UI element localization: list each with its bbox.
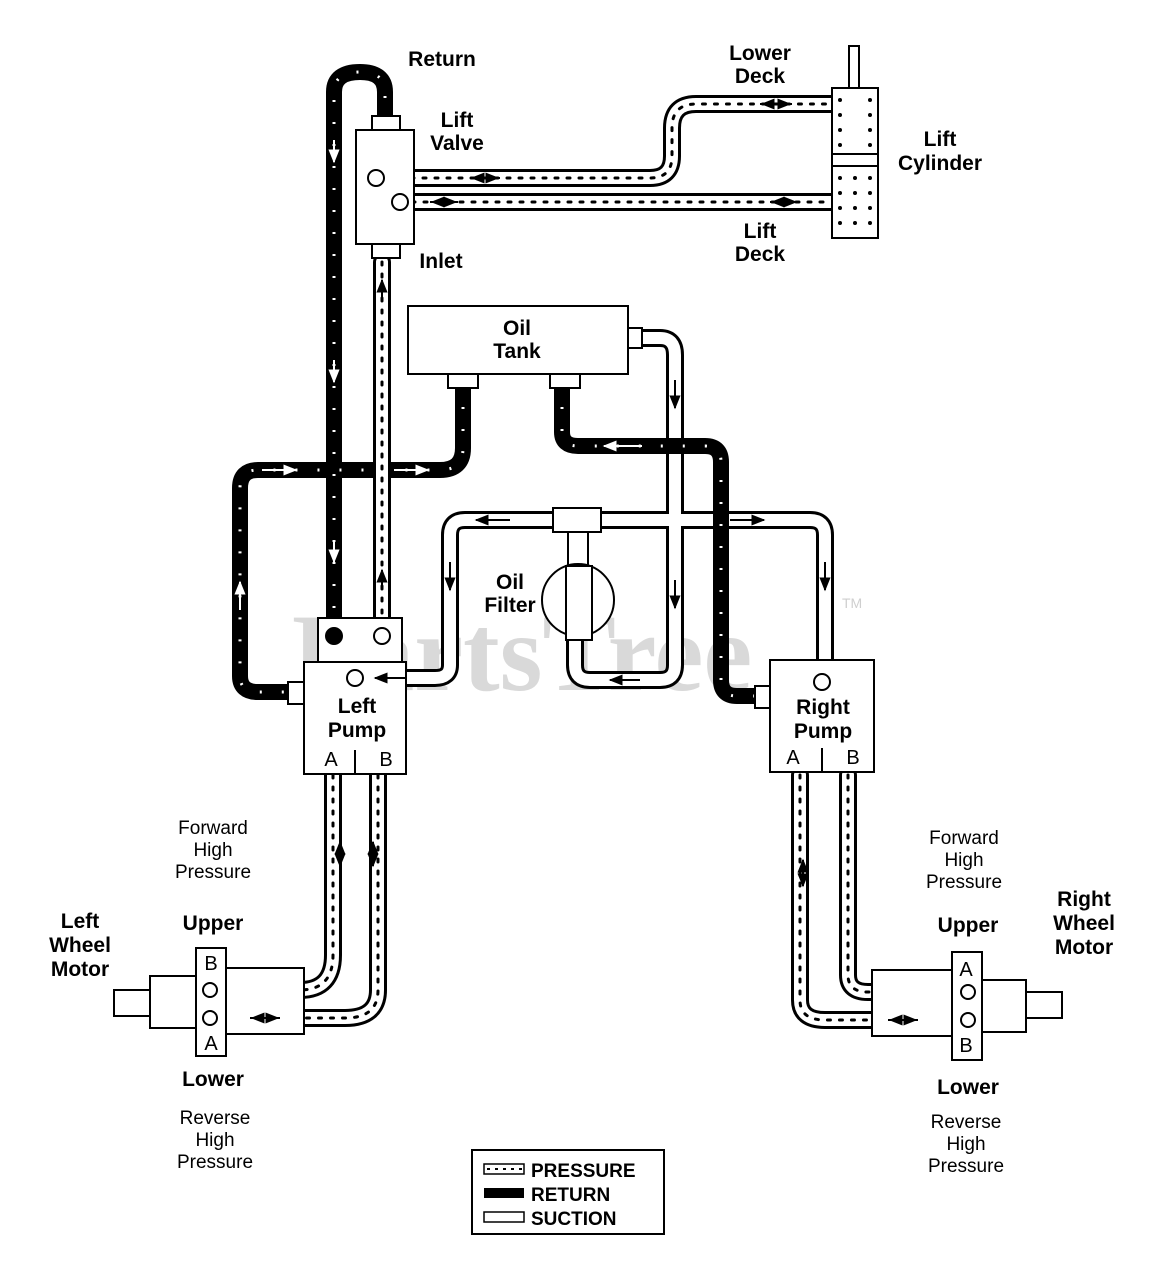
legend-pressure-label: PRESSURE [531, 1161, 636, 1182]
legend-suction-label: SUCTION [531, 1209, 617, 1230]
left-reverse-1: Reverse [180, 1108, 251, 1129]
lift-cylinder [831, 45, 879, 239]
right-lower-label: Lower [937, 1076, 999, 1099]
right-pump-label-1: Right [796, 696, 850, 719]
right-motor-label-1: Right [1057, 888, 1111, 911]
legend-suction-swatch [483, 1211, 525, 1223]
legend: PRESSURE RETURN SUCTION [471, 1149, 665, 1235]
right-forward-1: Forward [929, 828, 999, 849]
oil-filter [541, 507, 615, 641]
left-forward-2: High [193, 840, 232, 861]
right-pump-port-b: B [846, 747, 859, 769]
left-lower-label: Lower [182, 1068, 244, 1091]
legend-return-label: RETURN [531, 1185, 610, 1206]
left-forward-1: Forward [178, 818, 248, 839]
return-label: Return [408, 48, 476, 71]
lift-deck-label-1: Lift [744, 220, 777, 243]
right-pump [754, 659, 875, 773]
right-upper-label: Upper [938, 914, 999, 937]
oil-tank-label-2: Tank [493, 340, 541, 363]
flow-arrows [234, 98, 918, 1026]
left-pump [287, 617, 407, 775]
right-motor-label-2: Wheel [1053, 912, 1115, 935]
lift-cylinder-label-2: Cylinder [898, 152, 982, 175]
right-pump-port-a: A [786, 747, 800, 769]
lift-cylinder-label-1: Lift [924, 128, 957, 151]
right-motor-port-a: A [959, 959, 973, 981]
right-forward-2: High [944, 850, 983, 871]
left-wheel-motor [113, 947, 305, 1057]
left-motor-port-a: A [204, 1033, 218, 1055]
lift-valve-label-1: Lift [441, 109, 474, 132]
left-pump-label-1: Left [338, 695, 377, 718]
lift-valve-label-2: Valve [430, 132, 484, 155]
right-reverse-2: High [946, 1134, 985, 1155]
inlet-label: Inlet [419, 250, 462, 273]
lift-deck-label-2: Deck [735, 243, 786, 266]
legend-pressure-swatch [483, 1163, 525, 1175]
left-reverse-2: High [195, 1130, 234, 1151]
right-wheel-motor [871, 951, 1063, 1061]
right-reverse-3: Pressure [928, 1156, 1004, 1177]
oil-tank [407, 305, 643, 389]
legend-return-swatch [484, 1188, 524, 1198]
left-pump-port-a: A [324, 749, 338, 771]
right-motor-label-3: Motor [1055, 936, 1113, 959]
oil-filter-label-1: Oil [496, 571, 524, 594]
lift-valve [355, 115, 415, 259]
return-lines [232, 64, 763, 704]
left-motor-label-3: Motor [51, 958, 109, 981]
right-motor-port-b: B [959, 1035, 972, 1057]
left-motor-port-b: B [204, 953, 217, 975]
suction-lines [346, 329, 834, 691]
left-pump-label-2: Pump [328, 719, 386, 742]
left-motor-label-2: Wheel [49, 934, 111, 957]
left-motor-label-1: Left [61, 910, 100, 933]
lower-deck-label-2: Deck [735, 65, 786, 88]
left-upper-label: Upper [183, 912, 244, 935]
labels: Return Lift Valve Inlet Lower Deck Lift … [49, 42, 1115, 1177]
right-forward-3: Pressure [926, 872, 1002, 893]
oil-filter-label-2: Filter [484, 594, 535, 617]
right-pump-label-2: Pump [794, 720, 852, 743]
right-reverse-1: Reverse [931, 1112, 1002, 1133]
oil-tank-label-1: Oil [503, 317, 531, 340]
pressure-lines [201, 95, 979, 1029]
left-reverse-3: Pressure [177, 1152, 253, 1173]
watermark-tm: TM [842, 595, 862, 611]
left-pump-port-b: B [379, 749, 392, 771]
left-forward-3: Pressure [175, 862, 251, 883]
lower-deck-label-1: Lower [729, 42, 791, 65]
